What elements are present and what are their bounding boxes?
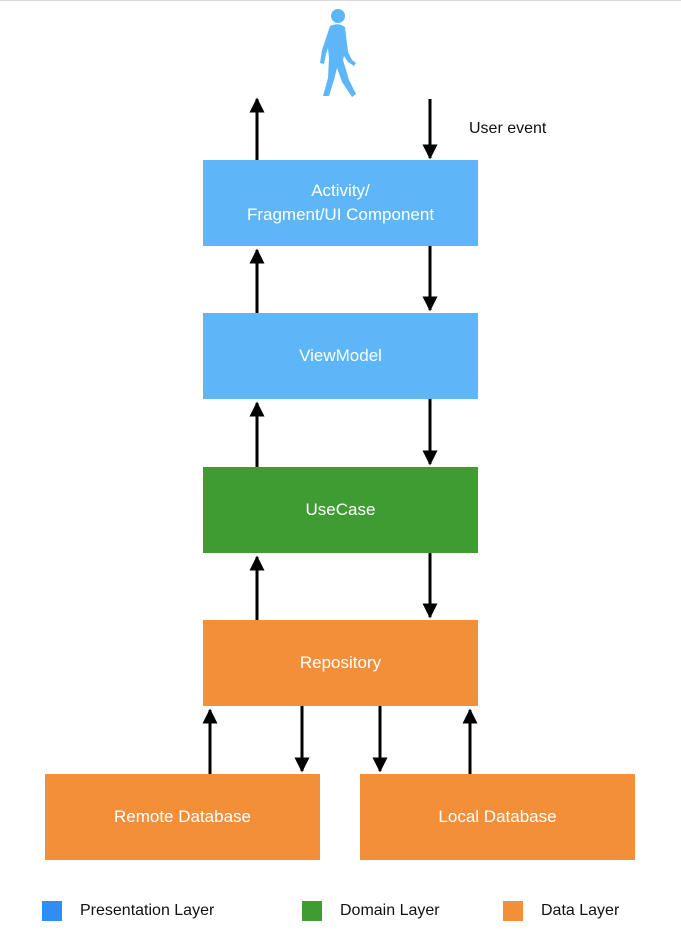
remote-database-box: Remote Database <box>45 774 320 860</box>
viewmodel-box-label: ViewModel <box>299 346 382 365</box>
user-event-label: User event <box>469 120 547 137</box>
legend-item-presentation-layer: Presentation Layer <box>42 900 214 922</box>
walking-person-icon <box>320 9 356 97</box>
legend-swatch-presentation <box>42 901 62 921</box>
top-border <box>0 0 681 1</box>
legend-swatch-data <box>503 901 523 921</box>
viewmodel-box: ViewModel <box>203 313 478 399</box>
legend-swatch-domain <box>302 901 322 921</box>
legend-item-domain-layer: Domain Layer <box>302 900 440 922</box>
activity-fragment-ui-component-box: Activity/ Fragment/UI Component <box>203 160 478 246</box>
legend-label-data: Data Layer <box>541 902 620 919</box>
legend-label-domain: Domain Layer <box>340 902 440 919</box>
usecase-box: UseCase <box>203 467 478 553</box>
activity-box-line2: Fragment/UI Component <box>246 205 435 224</box>
legend-label-presentation: Presentation Layer <box>80 902 215 919</box>
repository-box-label: Repository <box>299 653 382 672</box>
local-database-box-label: Local Database <box>438 807 557 826</box>
remote-database-box-label: Remote Database <box>113 807 252 826</box>
local-database-box: Local Database <box>360 774 635 860</box>
repository-box: Repository <box>203 620 478 706</box>
usecase-box-label: UseCase <box>305 500 376 519</box>
activity-box-line1: Activity/ <box>311 181 370 200</box>
legend-item-data-layer: Data Layer <box>503 900 619 922</box>
